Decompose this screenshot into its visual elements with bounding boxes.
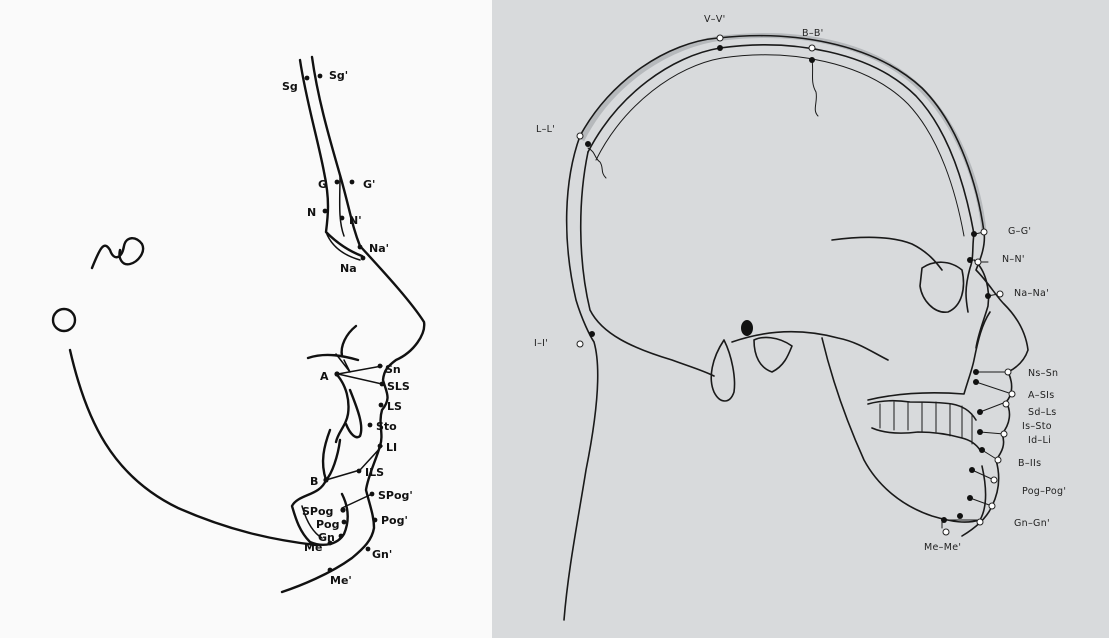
anterior-nasal-spine xyxy=(342,326,356,356)
skull-inner-table xyxy=(596,55,964,236)
label-na: Na xyxy=(340,262,357,275)
label-spog: SPog xyxy=(302,505,333,518)
skull-drawing-svg: V–V' B–B' L–L' I–I' G–G' N–N' Na–Na' Ns–… xyxy=(492,0,1109,638)
label-bregma: B–B' xyxy=(802,28,824,39)
frontal-ridge xyxy=(966,234,974,312)
skull-back-lower xyxy=(581,152,714,376)
maxilla-outline xyxy=(868,312,990,400)
label-na: Na–Na' xyxy=(1014,288,1049,299)
label-a: A xyxy=(320,370,329,383)
skull-outer-table xyxy=(588,45,974,234)
label-b: B xyxy=(310,475,318,488)
profile-tracing-svg: Sg Sg' G G' N N' Na' Na Sn A SLS LS Sto … xyxy=(0,0,492,638)
label-na-soft: Na' xyxy=(369,242,389,255)
palatal-plane xyxy=(308,355,358,360)
label-n: N xyxy=(307,206,316,219)
label-a-sls: A–SIs xyxy=(1028,390,1055,401)
maxilla-contour xyxy=(336,376,349,442)
nasal-cavity xyxy=(974,260,988,348)
label-ils: ILS xyxy=(365,466,384,479)
label-sg-soft: Sg' xyxy=(329,69,348,82)
ear-rod-circle xyxy=(53,309,75,331)
label-ls: LS xyxy=(387,400,402,413)
label-g: G xyxy=(318,178,327,191)
label-nasion: N–N' xyxy=(1002,254,1025,265)
label-pog: Pog–Pog' xyxy=(1022,486,1066,497)
label-pog: Pog xyxy=(316,518,340,531)
label-is-sto: Is–Sto xyxy=(1022,421,1052,432)
mandible-outline xyxy=(822,338,986,522)
label-pog-soft: Pog' xyxy=(381,514,408,527)
zygomatic-arch xyxy=(732,332,888,360)
label-gn-soft: Gn' xyxy=(372,548,392,561)
coronal-suture xyxy=(812,60,818,116)
mandibular-condyle xyxy=(754,338,792,372)
label-me-soft: Me' xyxy=(330,574,352,587)
label-glabella: G–G' xyxy=(1008,226,1031,237)
label-me: Me–Me' xyxy=(924,542,961,553)
head-soft-shadow xyxy=(582,36,984,232)
label-sto: Sto xyxy=(376,420,397,433)
label-me: Me xyxy=(304,541,322,554)
jaw-neck-line xyxy=(70,350,316,545)
label-spog-soft: SPog' xyxy=(378,489,413,502)
mastoid-process xyxy=(711,340,734,401)
label-b-ils: B–IIs xyxy=(1018,458,1041,469)
label-sls: SLS xyxy=(387,380,410,393)
label-g-soft: G' xyxy=(363,178,375,191)
label-lambda: L–L' xyxy=(536,124,555,135)
label-gn: Gn–Gn' xyxy=(1014,518,1050,529)
label-ns-sn: Ns–Sn xyxy=(1028,368,1058,379)
lambdoid-suture xyxy=(588,148,606,178)
skull-landmark-panel: V–V' B–B' L–L' I–I' G–G' N–N' Na–Na' Ns–… xyxy=(492,0,1109,638)
soft-tissue-profile-panel: Sg Sg' G G' N N' Na' Na Sn A SLS LS Sto … xyxy=(0,0,492,638)
label-id-li: Id–Li xyxy=(1028,435,1051,446)
label-sg: Sg xyxy=(282,80,298,93)
head-outer-outline xyxy=(580,36,1028,536)
label-inion: I–I' xyxy=(534,338,548,349)
ear-outline xyxy=(92,238,143,268)
label-li: LI xyxy=(386,441,397,454)
skull-landmark-dots xyxy=(577,35,1015,535)
label-vertex: V–V' xyxy=(704,14,726,25)
ear-canal xyxy=(741,320,753,336)
label-n-soft: N' xyxy=(349,214,362,227)
label-sd-ls: Sd–Ls xyxy=(1028,407,1057,418)
label-sn: Sn xyxy=(385,363,401,376)
teeth-row xyxy=(868,401,980,450)
